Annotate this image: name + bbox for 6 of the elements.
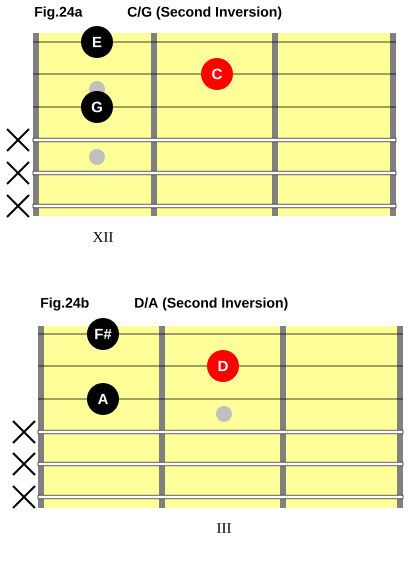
chord-title: D/A (Second Inversion)	[135, 297, 288, 311]
figure-label: Fig.24b	[41, 297, 89, 311]
fret-number: III	[217, 523, 231, 533]
figure-label: Fig.24a	[35, 6, 83, 20]
fret-number: XII	[92, 232, 113, 242]
chord-title: C/G (Second Inversion)	[128, 6, 282, 20]
